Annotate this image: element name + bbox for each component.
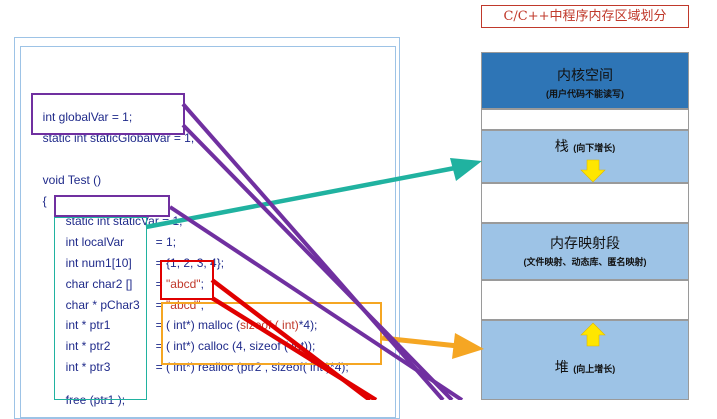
code-line-local-var: int localVar (65, 235, 125, 249)
code-line-local-var-value: = 1; (155, 235, 177, 249)
page-title: C/C++中程序内存区域划分 (481, 5, 689, 28)
code-line-open-brace: { (42, 194, 47, 208)
code-line-ptr3: int * ptr3 (65, 360, 111, 374)
memory-region-kernel: 内核空间 (用户代码不能读写) (481, 52, 689, 109)
code-line-global-var: int globalVar = 1; (42, 110, 133, 124)
stack-link-line (145, 165, 456, 230)
heap-label: 堆 (向上增长) (482, 357, 688, 377)
code-line-pchar3: char * pChar3 (65, 298, 140, 312)
code-line-ptr2: int * ptr2 (65, 339, 111, 353)
stack-growth-arrow-icon (580, 159, 606, 183)
memory-region-stack: 栈 (向下增长) (481, 130, 689, 183)
mmap-subtitle: (文件映射、动态库、匿名映射) (523, 257, 647, 267)
code-line-num1: int num1[10] (65, 256, 132, 270)
memory-gap-1 (481, 109, 689, 130)
code-line-char2-value: = "abcd"; (155, 277, 204, 291)
global-vars-box (31, 93, 185, 135)
heap-growth-arrow-icon (580, 322, 606, 347)
global-var-link-line (181, 102, 445, 400)
code-line-pchar3-value: = "abcd"; (155, 298, 204, 312)
static-var-box (54, 195, 170, 217)
code-line-function-decl: void Test () (42, 173, 102, 187)
code-line-char2: char char2 [] (65, 277, 133, 291)
code-line-ptr1: int * ptr1 (65, 318, 111, 332)
heap-alloc-box (161, 302, 382, 365)
memory-gap-3 (481, 280, 689, 320)
heap-subtitle: (向上增长) (573, 364, 616, 374)
stack-link-arrowhead-icon (450, 158, 482, 181)
static-var-link-line (168, 205, 464, 400)
literal-link-line-2 (210, 296, 378, 400)
stack-title: 栈 (554, 139, 569, 155)
mmap-title: 内存映射段 (550, 236, 620, 252)
memory-region-mmap: 内存映射段 (文件映射、动态库、匿名映射) (481, 223, 689, 280)
static-global-var-link-line (181, 123, 454, 400)
heap-link-arrowhead-icon (452, 333, 484, 359)
heap-title: 堆 (554, 360, 569, 376)
stack-label: 栈 (向下增长) (482, 136, 688, 156)
memory-gap-2 (481, 183, 689, 223)
kernel-subtitle: (用户代码不能读写) (546, 89, 624, 99)
arrows-overlay (145, 102, 606, 400)
stack-subtitle: (向下增长) (573, 143, 616, 153)
kernel-title: 内核空间 (557, 68, 613, 84)
